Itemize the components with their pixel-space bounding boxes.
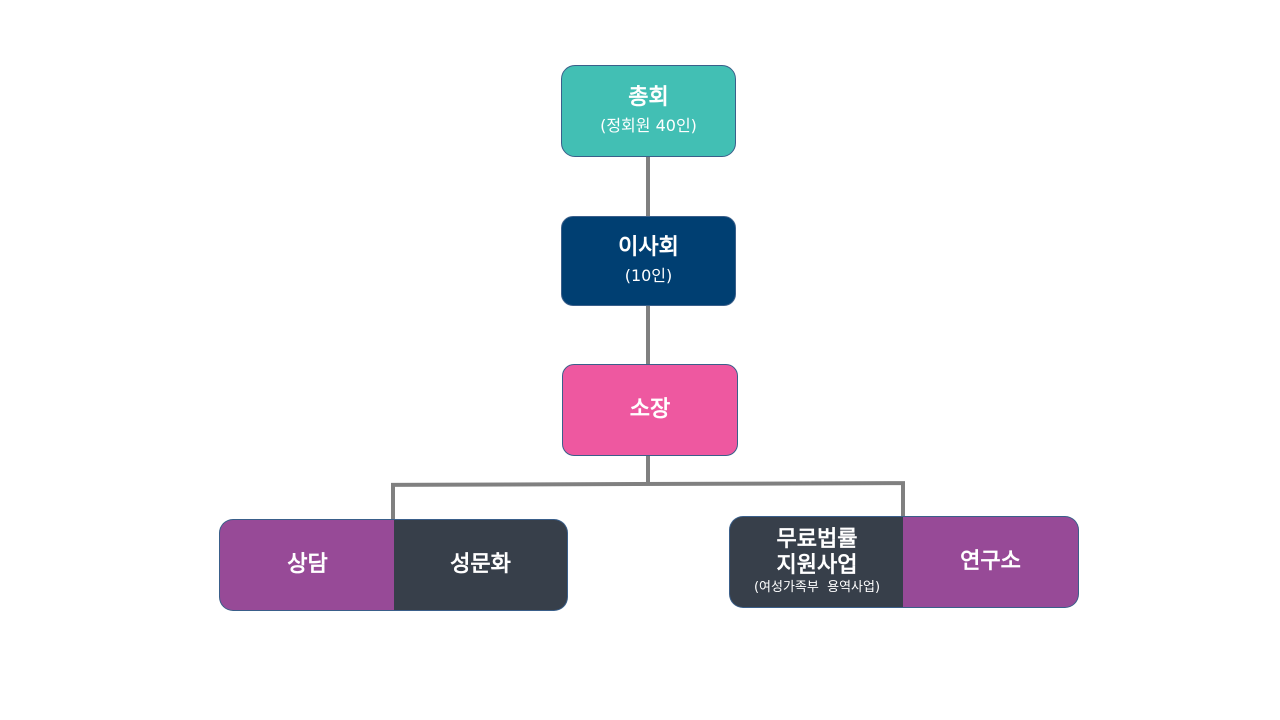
node-general-assembly: 총회 (정회원 40인) (561, 65, 736, 157)
node-title-line2: 지원사업 (776, 553, 858, 578)
node-subtitle: (10인) (624, 266, 673, 285)
node-director: 소장 (562, 364, 738, 456)
connector-left-down (391, 485, 395, 521)
node-title-line1: 무료법률 (776, 527, 858, 552)
node-title: 상담 (287, 552, 328, 577)
node-research: 연구소 (903, 516, 1079, 608)
node-board: 이사회 (10인) (561, 216, 736, 306)
connector-horizontal (390, 481, 906, 487)
connector-general-board (646, 156, 650, 218)
connector-director-down (646, 455, 650, 485)
node-title: 이사회 (618, 235, 679, 260)
node-legal-aid: 무료법률 지원사업 (여성가족부 용역사업) (729, 516, 904, 608)
node-title: 소장 (629, 397, 671, 422)
node-subtitle: (정회원 40인) (600, 116, 697, 135)
node-sexual-culture: 성문화 (394, 519, 568, 611)
node-title: 연구소 (960, 549, 1021, 574)
node-title: 총회 (628, 85, 669, 110)
node-title: 성문화 (450, 552, 511, 577)
connector-right-down (901, 482, 905, 518)
node-subtitle: (여성가족부 용역사업) (753, 580, 881, 595)
connector-board-director (646, 305, 650, 367)
node-counsel: 상담 (219, 519, 395, 611)
